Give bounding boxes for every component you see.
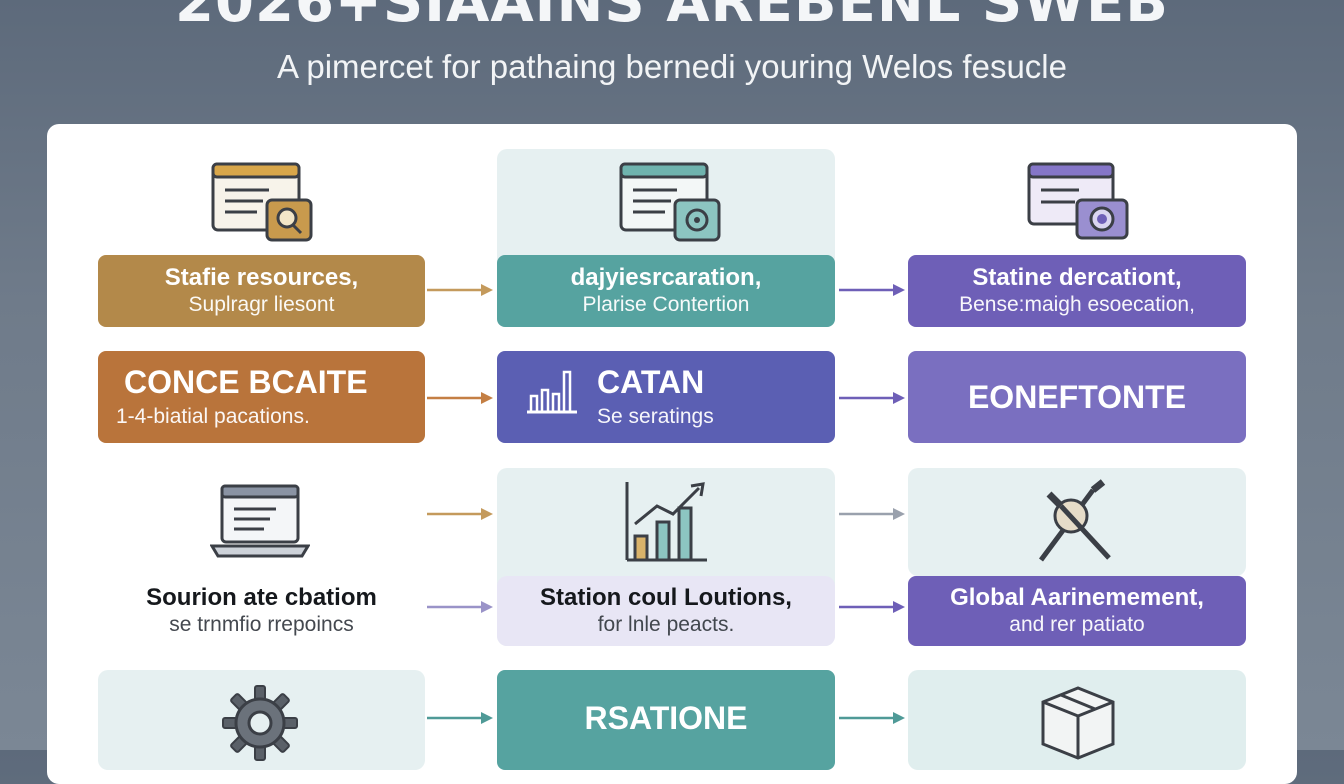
row2-col1-line1: CONCE BCAITE bbox=[124, 364, 368, 400]
browser-camera-icon bbox=[1023, 160, 1133, 244]
row3-col3-line1: Global Aarinemement, bbox=[950, 584, 1204, 611]
document-search-icon bbox=[207, 160, 317, 244]
row3-col2-label-background bbox=[497, 576, 835, 646]
row3-col2-line2: for lnle peacts. bbox=[597, 613, 735, 636]
document-refresh-icon bbox=[615, 160, 725, 244]
row1-col3-label: Statine dercationt, Bense:maigh esoecati… bbox=[908, 255, 1246, 327]
row1-col2-line1: dajyiesrcaration, bbox=[570, 264, 762, 291]
row2-col3-line1: EONEFTONTE bbox=[967, 379, 1187, 415]
arrow-r3-d bbox=[837, 600, 907, 614]
row4-col2-label: RSATIONE bbox=[497, 670, 835, 770]
row3-col1-line2: se trnmfio rrepoincs bbox=[169, 613, 354, 636]
growth-chart-icon bbox=[621, 478, 711, 564]
row3-col3-label: Global Aarinemement, and rer patiato bbox=[908, 576, 1246, 646]
row1-col2-line2: Plarise Contertion bbox=[582, 293, 750, 316]
box-icon bbox=[1035, 680, 1121, 760]
row1-col1-label: Stafie resources, Suplragr liesont bbox=[98, 255, 425, 327]
arrow-r4-a bbox=[425, 711, 495, 725]
row3-col1-line1: Sourion ate cbatiom bbox=[146, 584, 377, 611]
row1-col1-line1: Stafie resources, bbox=[164, 264, 359, 291]
laptop-icon bbox=[210, 482, 310, 562]
diagram-panel: Stafie resources, Suplragr liesont dajyi… bbox=[47, 124, 1297, 784]
row2-col3-label: EONEFTONTE bbox=[908, 351, 1246, 443]
arrow-r1-a bbox=[425, 283, 495, 297]
row3-col2-line1: Station coul Loutions, bbox=[540, 584, 792, 611]
arrow-r3-b bbox=[837, 507, 907, 521]
arrow-r3-c bbox=[425, 600, 495, 614]
page-subtitle: A pimercet for pathaing bernedi youring … bbox=[276, 48, 1067, 85]
arrow-r3-a bbox=[425, 507, 495, 521]
row2-col1-line2: 1-4-biatial pacations. bbox=[116, 405, 310, 428]
page-title: 2026+SIAAINS AREBENL SWEB bbox=[175, 0, 1169, 35]
row2-col2-line1: CATAN bbox=[597, 364, 705, 400]
gear-icon bbox=[221, 684, 299, 762]
row2-col2-line2: Se seratings bbox=[597, 405, 714, 428]
arrow-r2-a bbox=[425, 391, 495, 405]
row1-col1-line2: Suplragr liesont bbox=[188, 293, 335, 316]
arrow-r2-b bbox=[837, 391, 907, 405]
row3-col1-label: Sourion ate cbatiom se trnmfio rrepoincs bbox=[98, 576, 425, 646]
row2-col1-label: CONCE BCAITE 1-4-biatial pacations. bbox=[98, 351, 425, 443]
row1-col2-label: dajyiesrcaration, Plarise Contertion bbox=[497, 255, 835, 327]
row3-col2-label: Station coul Loutions, for lnle peacts. bbox=[497, 576, 835, 646]
arrow-r1-b bbox=[837, 283, 907, 297]
row4-col2-line1: RSATIONE bbox=[584, 700, 748, 736]
tools-icon bbox=[1031, 476, 1117, 566]
row1-col3-line1: Statine dercationt, bbox=[972, 264, 1182, 291]
bar-chart-icon bbox=[525, 368, 579, 416]
row1-col3-line2: Bense:maigh esoecation, bbox=[959, 293, 1195, 316]
arrow-r4-b bbox=[837, 711, 907, 725]
row3-col3-line2: and rer patiato bbox=[1009, 613, 1145, 636]
